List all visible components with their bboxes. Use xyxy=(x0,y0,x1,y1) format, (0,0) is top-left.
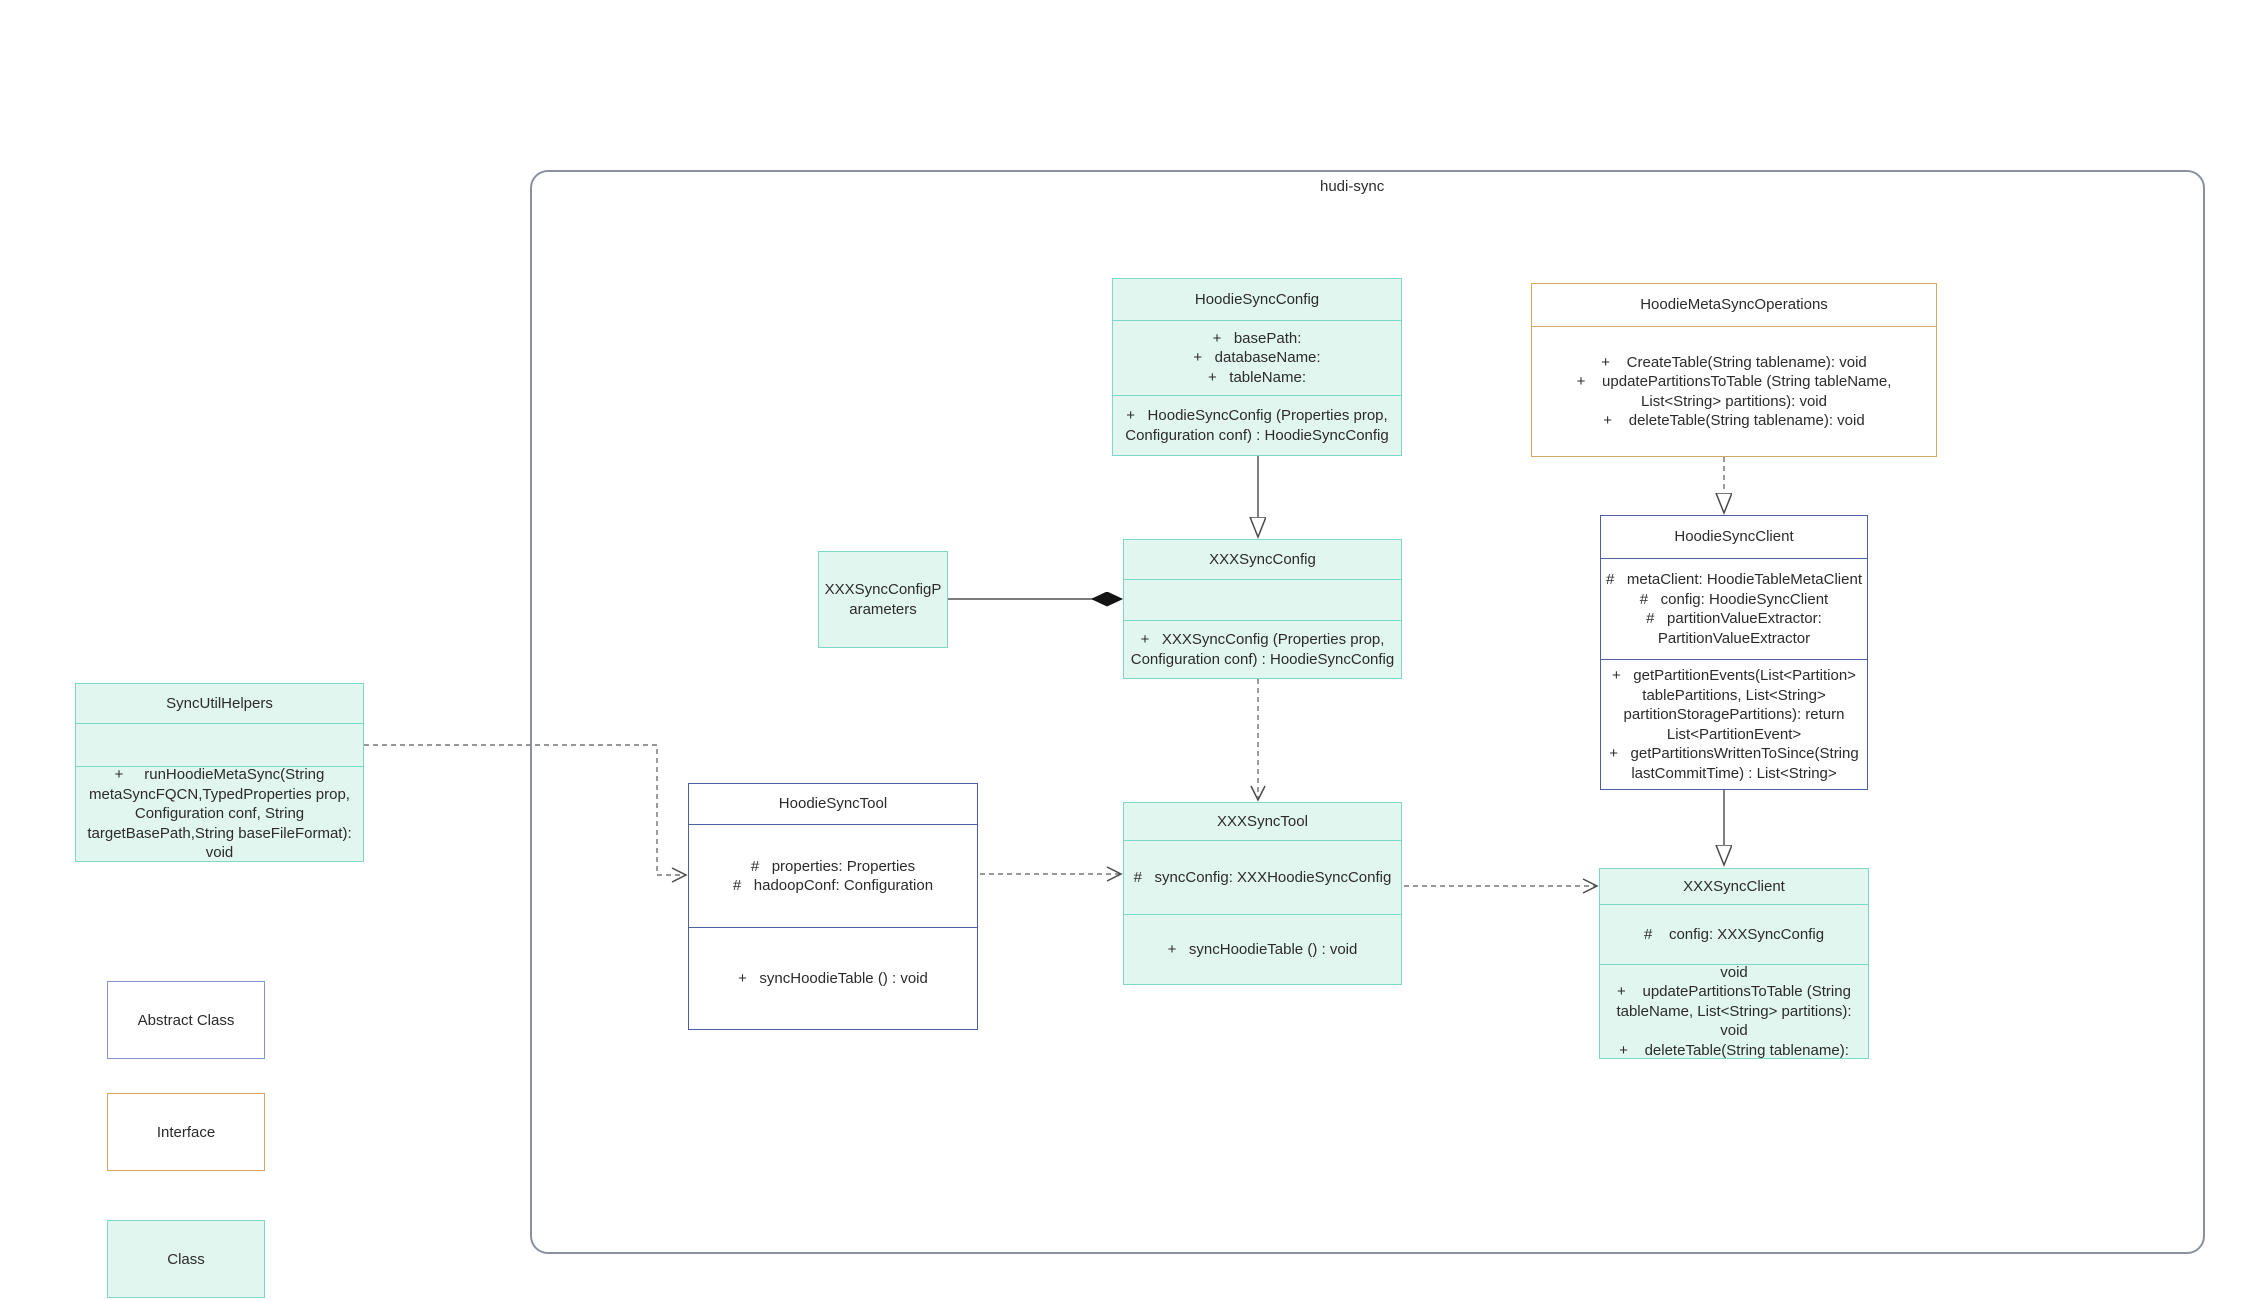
class-title: HoodieSyncClient xyxy=(1601,516,1867,558)
method: + CreateTable(String tablename): void xyxy=(1601,353,1867,371)
class-attributes-empty xyxy=(76,723,363,766)
class-attributes: # metaClient: HoodieTableMetaClient # co… xyxy=(1601,558,1867,659)
method: + syncHoodieTable () : void xyxy=(738,969,928,987)
method: + getPartitionsWrittenToSince(String las… xyxy=(1609,745,1863,782)
class-title: HoodieSyncConfig xyxy=(1113,279,1401,320)
attribute: # config: XXXSyncConfig xyxy=(1643,925,1825,943)
uml-class-xxxsyncconfig: XXXSyncConfig + XXXSyncConfig (Propertie… xyxy=(1123,539,1402,679)
class-methods: + syncHoodieTable () : void xyxy=(689,927,977,1029)
legend-interface: Interface xyxy=(107,1093,265,1171)
attribute: # config: HoodieSyncClient xyxy=(1639,590,1829,608)
uml-class-hoodiesyncconfig: HoodieSyncConfig + basePath: + databaseN… xyxy=(1112,278,1402,456)
method: + updatePartitionsToTable (String tableN… xyxy=(1616,983,1856,1040)
class-title: HoodieSyncTool xyxy=(689,784,977,824)
class-methods: + runHoodieMetaSync(String metaSyncFQCN,… xyxy=(76,766,363,861)
class-methods: + CreateTable(String tablename): void + … xyxy=(1600,964,1868,1058)
method: + runHoodieMetaSync(String metaSyncFQCN,… xyxy=(87,766,356,861)
class-title: HoodieMetaSyncOperations xyxy=(1532,284,1936,326)
class-attributes: # properties: Properties # hadoopConf: C… xyxy=(689,824,977,927)
legend-label: Interface xyxy=(156,1123,216,1141)
attribute: # hadoopConf: Configuration xyxy=(732,877,934,894)
method: + syncHoodieTable () : void xyxy=(1167,940,1358,958)
class-title: XXXSyncConfig xyxy=(1124,540,1401,579)
legend-abstract-class: Abstract Class xyxy=(107,981,265,1059)
legend-class: Class xyxy=(107,1220,265,1298)
method: + updatePartitionsToTable (String tableN… xyxy=(1576,373,1896,410)
uml-abstract-class-hoodiesyncclient: HoodieSyncClient # metaClient: HoodieTab… xyxy=(1600,515,1868,790)
uml-class-syncutilhelpers: SyncUtilHelpers + runHoodieMetaSync(Stri… xyxy=(75,683,364,862)
method: + CreateTable(String tablename): void xyxy=(1720,964,1748,981)
attribute: + basePath: xyxy=(1212,329,1302,347)
package-label: hudi-sync xyxy=(1320,178,1385,195)
class-attributes-empty xyxy=(1124,579,1401,620)
uml-abstract-class-hoodiesynctool: HoodieSyncTool # properties: Properties … xyxy=(688,783,978,1030)
class-methods: + syncHoodieTable () : void xyxy=(1124,914,1401,984)
method: + deleteTable(String tablename): void xyxy=(1619,1041,1849,1058)
class-title: XXXSyncTool xyxy=(1124,803,1401,840)
class-methods: + CreateTable(String tablename): void + … xyxy=(1532,326,1936,456)
class-methods: + XXXSyncConfig (Properties prop, Config… xyxy=(1124,620,1401,678)
class-title: XXXSyncConfigParameters xyxy=(819,552,947,647)
method: + getPartitionEvents(List<Partition> tab… xyxy=(1612,667,1861,743)
class-title: SyncUtilHelpers xyxy=(76,684,363,723)
uml-class-xxxsynctool: XXXSyncTool # syncConfig: XXXHoodieSyncC… xyxy=(1123,802,1402,985)
method: + XXXSyncConfig (Properties prop, Config… xyxy=(1130,631,1395,668)
method: + deleteTable(String tablename): void xyxy=(1603,412,1865,429)
legend-label: Abstract Class xyxy=(137,1011,235,1029)
attribute: # partitionValueExtractor: PartitionValu… xyxy=(1646,610,1826,647)
class-methods: + getPartitionEvents(List<Partition> tab… xyxy=(1601,659,1867,789)
attribute: # properties: Properties xyxy=(750,857,916,875)
class-title: XXXSyncClient xyxy=(1600,869,1868,904)
legend-label: Class xyxy=(167,1250,205,1268)
class-attributes: + basePath: + databaseName: + tableName: xyxy=(1113,320,1401,395)
uml-class-xxxsyncconfigparameters: XXXSyncConfigParameters xyxy=(818,551,948,648)
class-methods: + HoodieSyncConfig (Properties prop, Con… xyxy=(1113,395,1401,455)
uml-class-xxxsyncclient: XXXSyncClient # config: XXXSyncConfig + … xyxy=(1599,868,1869,1059)
attribute: # metaClient: HoodieTableMetaClient xyxy=(1606,571,1862,588)
attribute: + databaseName: xyxy=(1193,349,1321,367)
attribute: + tableName: xyxy=(1208,368,1306,386)
attribute: # syncConfig: XXXHoodieSyncConfig xyxy=(1133,868,1392,886)
class-attributes: # config: XXXSyncConfig xyxy=(1600,904,1868,964)
uml-interface-hoodiemetasyncoperations: HoodieMetaSyncOperations + CreateTable(S… xyxy=(1531,283,1937,457)
class-attributes: # syncConfig: XXXHoodieSyncConfig xyxy=(1124,840,1401,914)
method: + HoodieSyncConfig (Properties prop, Con… xyxy=(1125,407,1392,444)
